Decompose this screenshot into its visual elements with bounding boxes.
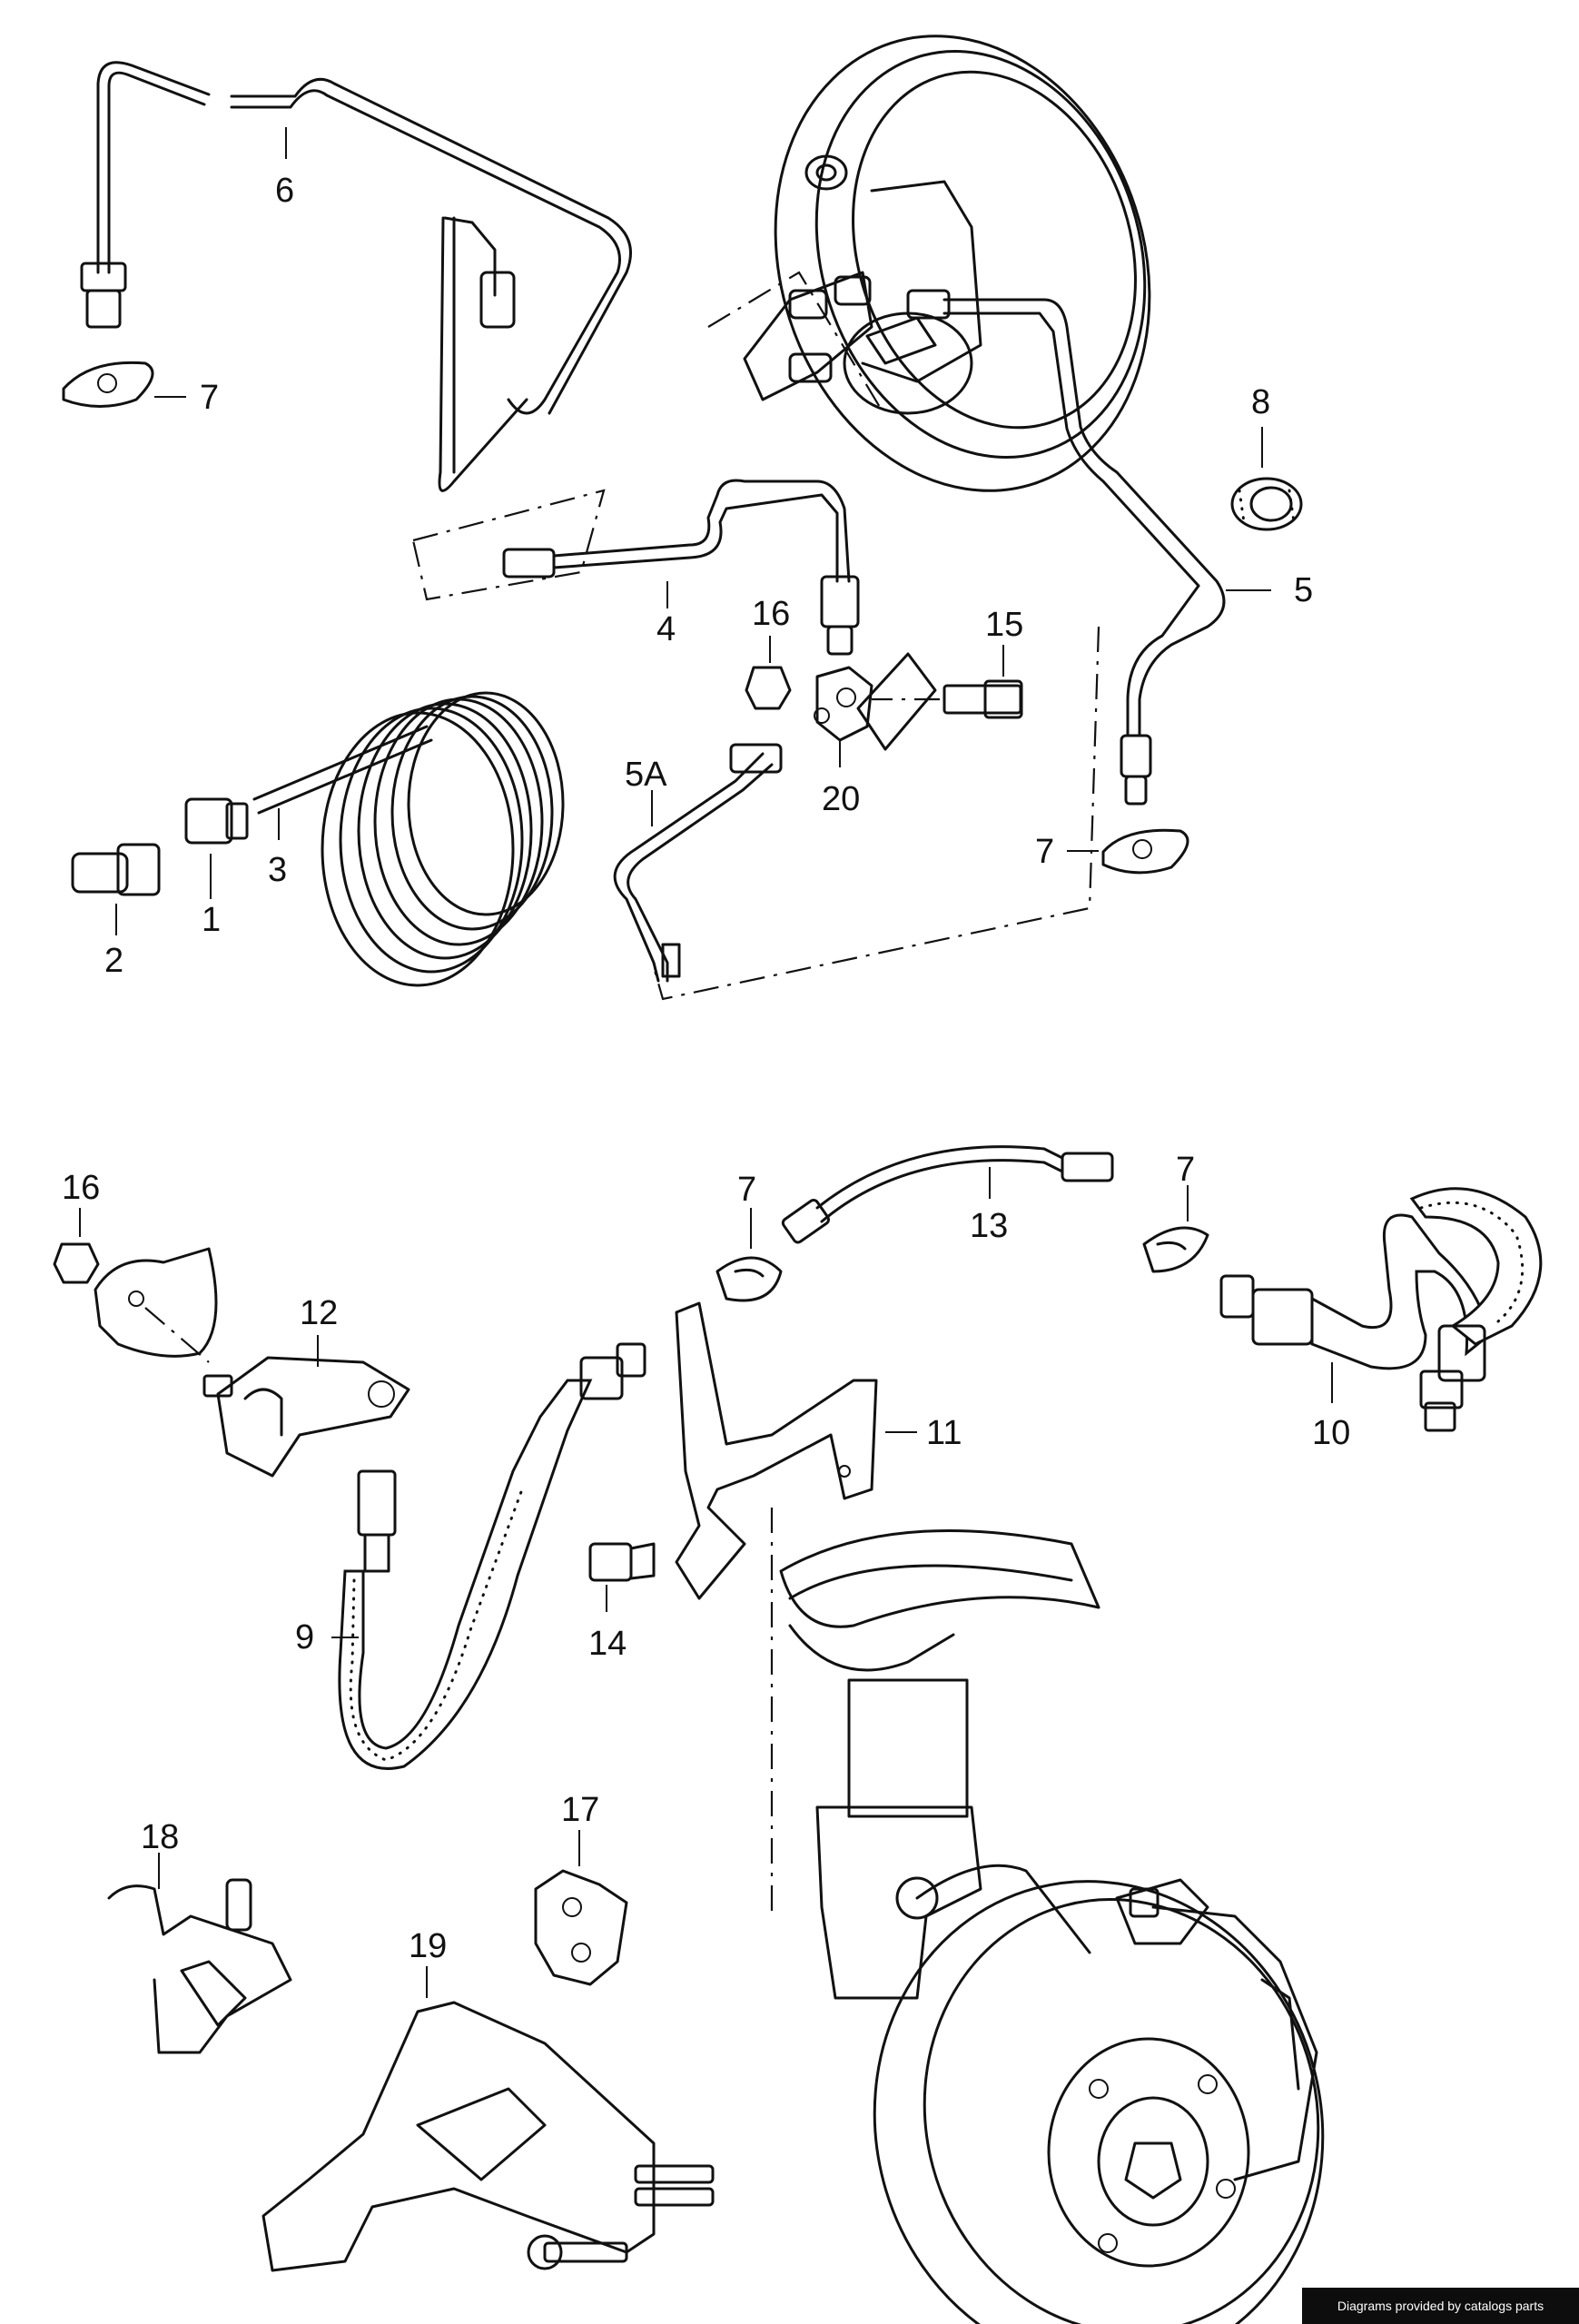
clip-holder-18 [107, 1878, 292, 2054]
callout-9: 9 [295, 1618, 359, 1656]
brake-line-5 [906, 289, 1226, 806]
bracket-11 [675, 1301, 878, 1600]
retaining-clip-7-top-left [62, 361, 154, 408]
callout-label-11: 11 [926, 1414, 962, 1452]
nut-16-upper [745, 666, 792, 710]
coil-spring-seat [779, 1528, 1100, 1672]
callout-label-7-middle: 7 [737, 1171, 756, 1209]
brake-line-5A [613, 626, 1100, 1001]
bracket-outline [856, 652, 937, 751]
callout-label-4: 4 [656, 610, 676, 648]
grommet-8 [1230, 477, 1303, 531]
callout-3: 3 [268, 808, 287, 889]
callout-label-16-upper: 16 [752, 595, 790, 633]
nut-16-lower [53, 1242, 100, 1284]
bracket-12 [202, 1356, 410, 1478]
bolt-15 [872, 679, 1023, 719]
callout-14: 14 [588, 1585, 627, 1663]
master-cylinder [707, 271, 937, 410]
callout-label-13: 13 [970, 1207, 1008, 1245]
brake-line-6 [80, 61, 632, 492]
brake-caliper [1115, 1878, 1209, 1945]
callout-5: 5 [1226, 571, 1313, 609]
callout-label-19: 19 [409, 1927, 447, 1965]
callout-7-lower-right: 7 [1176, 1151, 1195, 1221]
suspension-strut [770, 1508, 1091, 2000]
brake-line-distributor-20 [814, 666, 873, 742]
callout-18: 18 [141, 1818, 179, 1889]
callout-label-1: 1 [202, 901, 221, 939]
callout-6: 6 [275, 127, 294, 210]
bracket-plate [94, 1247, 218, 1363]
callout-7-right: 7 [1035, 833, 1099, 871]
brake-line-4 [411, 479, 860, 656]
brake-disc-hub [873, 1880, 1325, 2324]
callout-label-6: 6 [275, 172, 294, 210]
callout-label-12: 12 [300, 1294, 338, 1332]
callout-label-15: 15 [985, 606, 1023, 644]
callout-label-9: 9 [295, 1618, 314, 1656]
callout-label-7-top-left: 7 [200, 379, 219, 417]
callout-10: 10 [1312, 1362, 1350, 1452]
retaining-clip-17 [534, 1869, 628, 1986]
callout-label-16-lower: 16 [62, 1169, 100, 1207]
callout-7-middle: 7 [737, 1171, 756, 1249]
callout-label-2: 2 [104, 942, 123, 980]
callout-label-20: 20 [822, 780, 860, 818]
callout-15: 15 [985, 606, 1023, 677]
bolt-14 [588, 1542, 656, 1582]
retaining-clip-7-middle [715, 1256, 783, 1302]
callout-16-lower: 16 [62, 1169, 100, 1237]
callout-label-10: 10 [1312, 1414, 1350, 1452]
brake-hose-9 [338, 1342, 646, 1770]
callout-label-18: 18 [141, 1818, 179, 1856]
retaining-clip-7-right [1101, 828, 1189, 875]
union-1 [184, 797, 249, 845]
brake-line-13 [781, 1145, 1114, 1244]
connector-2 [71, 843, 161, 896]
callout-17: 17 [561, 1791, 599, 1866]
credit-footer: Diagrams provided by catalogs parts [1302, 2288, 1579, 2324]
callout-label-7-lower-right: 7 [1176, 1151, 1195, 1189]
callout-label-7-right: 7 [1035, 833, 1054, 871]
callout-20: 20 [822, 740, 860, 818]
callout-4: 4 [656, 581, 676, 648]
callout-label-14: 14 [588, 1625, 627, 1663]
pipe-coil-3 [252, 691, 565, 987]
callout-8: 8 [1251, 383, 1270, 468]
callout-7-top-left: 7 [154, 379, 219, 417]
callout-2: 2 [104, 904, 123, 980]
callout-5A: 5A [625, 756, 667, 826]
callout-label-5: 5 [1294, 571, 1313, 609]
callout-12: 12 [300, 1294, 338, 1367]
callout-label-8: 8 [1251, 383, 1270, 421]
brake-hose-10 [1219, 1187, 1543, 1432]
callout-1: 1 [202, 854, 221, 939]
callout-16-upper: 16 [752, 595, 790, 663]
callout-label-17: 17 [561, 1791, 599, 1829]
callout-13: 13 [970, 1167, 1008, 1245]
brake-booster [774, 35, 1151, 492]
callout-11: 11 [885, 1414, 962, 1452]
callout-label-5A: 5A [625, 756, 667, 794]
callout-label-3: 3 [268, 851, 287, 889]
callout-19: 19 [409, 1927, 447, 1998]
bracket-19 [262, 2001, 715, 2272]
retaining-clip-7-right-lower [1142, 1226, 1209, 1273]
